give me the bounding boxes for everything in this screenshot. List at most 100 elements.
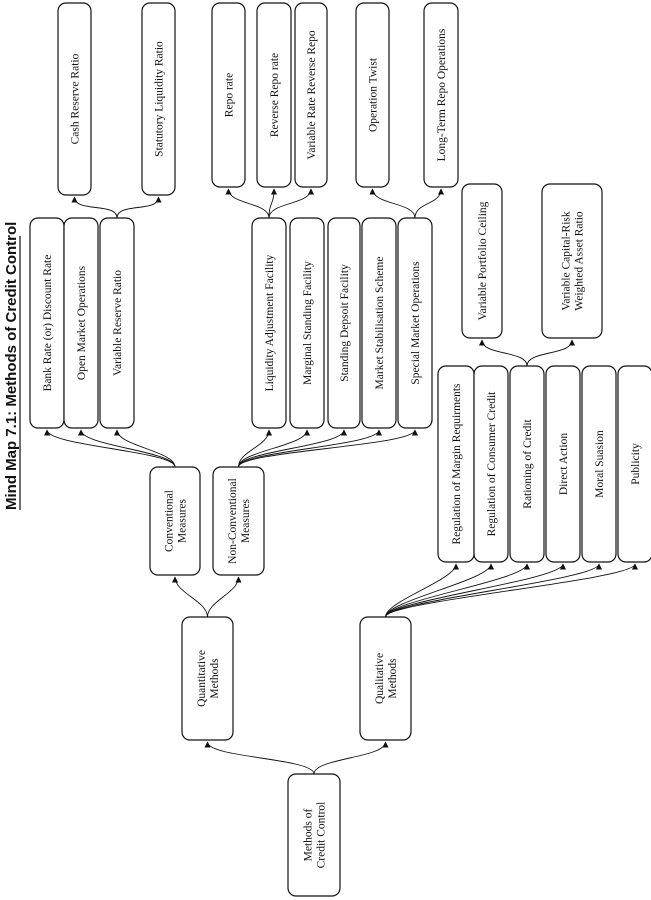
node-label: Methods of xyxy=(303,808,315,861)
node-label: Variable Rate Reverse Repo xyxy=(306,30,318,160)
node-repo: Repo rate xyxy=(211,2,246,188)
node-label: Methods xyxy=(209,658,221,699)
node-cash-reserve: Cash Reserve Ratio xyxy=(57,2,92,196)
node-slr: Statutory Liquidity Ratio xyxy=(141,2,176,196)
node-label: Operation Twist xyxy=(368,57,380,132)
edge-conventional-to-bank-rate xyxy=(43,429,176,468)
node-box xyxy=(473,365,509,563)
node-label: Regulation of Margin Requirments xyxy=(451,383,463,545)
node-label: Credit Control xyxy=(316,802,328,869)
edge-smo-to-ltro xyxy=(414,188,445,219)
edge-conventional-to-open-market xyxy=(77,429,176,468)
node-msf: Marginal Standing Facility xyxy=(289,217,325,429)
edge-qualitative-to-moral-suasion xyxy=(385,563,603,618)
node-box xyxy=(423,2,459,188)
edge-quantitative-to-conventional xyxy=(171,576,208,618)
node-vrrr: Variable Rate Reverse Repo xyxy=(294,2,328,188)
node-label: Rationing of Credit xyxy=(522,418,534,508)
node-label: Statutory Liquidity Ratio xyxy=(154,41,166,157)
node-label: Marginal Standing Facility xyxy=(302,261,314,385)
node-label: Regulation of Consumer Credit xyxy=(486,391,498,536)
node-box xyxy=(256,2,292,188)
node-label: Repo rate xyxy=(224,73,236,117)
node-variable-reserve: Variable Reserve Ratio xyxy=(99,217,135,429)
node-box xyxy=(181,616,234,741)
node-label: Market Stabilisation Scheme xyxy=(374,257,386,390)
node-label: Quantitative xyxy=(196,650,208,707)
node-label: Non-Conventional xyxy=(227,478,239,564)
edge-qualitative-to-direct-action xyxy=(385,563,567,618)
connector-lines xyxy=(43,188,639,775)
edge-laf-to-repo xyxy=(225,188,270,219)
edge-root-to-quantitative xyxy=(204,741,315,775)
node-box xyxy=(149,466,201,576)
node-box xyxy=(294,2,328,188)
node-label: Direct Action xyxy=(558,433,570,496)
node-label: Variable Portfolio Ceiling xyxy=(477,201,489,320)
node-portfolio-ceiling: Variable Portfolio Ceiling xyxy=(461,183,503,339)
node-box xyxy=(99,217,135,429)
node-box xyxy=(581,365,617,563)
node-box xyxy=(57,2,92,196)
node-box xyxy=(63,217,99,429)
node-label: Variable Capital-Risk xyxy=(561,211,573,311)
node-box xyxy=(617,365,651,563)
node-label: Moral Suasion xyxy=(594,430,606,498)
node-box xyxy=(359,616,412,741)
node-laf: Liquidity Adjustment Facility xyxy=(251,217,287,429)
node-box xyxy=(461,183,503,339)
node-label: Bank Rate (or) Discount Rate xyxy=(42,255,54,392)
node-box xyxy=(541,183,603,339)
node-box xyxy=(327,217,361,429)
node-box xyxy=(397,217,433,429)
node-label: Publicity xyxy=(630,443,642,485)
node-box xyxy=(212,466,265,576)
diagram-title: Mind Map 7.1: Methods of Credit Control xyxy=(3,222,20,510)
node-ltro: Long-Term Repo Operations xyxy=(423,2,459,188)
node-box xyxy=(287,773,341,897)
node-label: Special Market Operations xyxy=(410,261,422,385)
node-publicity: Publicity xyxy=(617,365,651,563)
node-box xyxy=(545,365,581,563)
edge-variable-reserve-to-slr xyxy=(116,196,162,219)
node-direct-action: Direct Action xyxy=(545,365,581,563)
edge-root-to-qualitative xyxy=(313,741,389,775)
node-margin: Regulation of Margin Requirments xyxy=(437,365,475,563)
node-box xyxy=(361,217,397,429)
node-box xyxy=(509,365,545,563)
edge-non-conventional-to-smo xyxy=(238,429,419,468)
edge-qualitative-to-rationing xyxy=(385,563,531,618)
node-box xyxy=(355,2,390,188)
edge-qualitative-to-publicity xyxy=(385,563,639,618)
node-label: Qualitative xyxy=(374,653,386,704)
node-label: Long-Term Repo Operations xyxy=(436,28,448,161)
node-bank-rate: Bank Rate (or) Discount Rate xyxy=(29,217,65,429)
edge-non-conventional-to-msf xyxy=(238,429,311,468)
node-box xyxy=(289,217,325,429)
edge-smo-to-twist xyxy=(369,188,416,219)
edge-non-conventional-to-mss xyxy=(238,429,383,468)
edge-rationing-to-portfolio-ceiling xyxy=(478,339,528,367)
edge-variable-reserve-to-cash-reserve xyxy=(71,196,118,219)
edge-rationing-to-capital-risk xyxy=(526,339,576,367)
node-consumer-credit: Regulation of Consumer Credit xyxy=(473,365,509,563)
edge-quantitative-to-non-conventional xyxy=(207,576,242,618)
node-label: Cash Reserve Ratio xyxy=(70,53,82,144)
node-twist: Operation Twist xyxy=(355,2,390,188)
node-box xyxy=(251,217,287,429)
edge-laf-to-vrrr xyxy=(268,188,315,219)
node-moral-suasion: Moral Suasion xyxy=(581,365,617,563)
node-label: Reverse Repo rate xyxy=(269,53,281,137)
node-label: Measures xyxy=(177,498,189,543)
node-label: Methods xyxy=(387,658,399,699)
edge-conventional-to-variable-reserve xyxy=(113,429,176,468)
node-smo: Special Market Operations xyxy=(397,217,433,429)
